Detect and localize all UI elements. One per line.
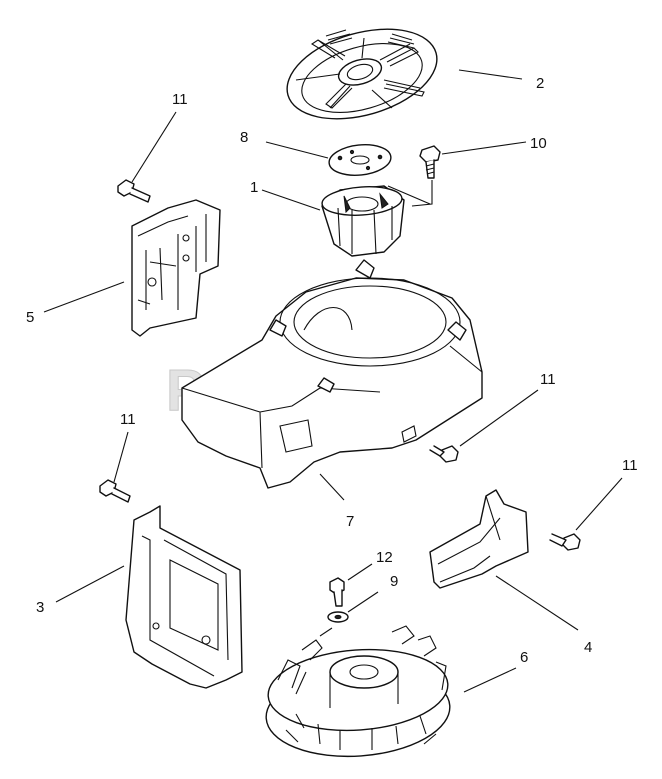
leader-9 — [347, 591, 379, 613]
callout-2: 2 — [536, 75, 544, 92]
callout-9: 9 — [390, 573, 398, 590]
callout-12: 12 — [376, 549, 393, 566]
leader-lines — [43, 69, 623, 693]
leader-1 — [261, 189, 321, 211]
callout-11-c: 11 — [120, 411, 136, 428]
part-8-plate[interactable] — [328, 142, 393, 178]
leader-11-c — [113, 431, 129, 483]
callout-8: 8 — [240, 129, 248, 146]
callout-11-d: 11 — [622, 457, 638, 474]
callout-labels: 2 8 10 11 1 5 11 11 7 11 3 12 9 6 4 — [26, 75, 638, 666]
part-11-bolt-right-mid[interactable] — [429, 445, 459, 463]
leader-3 — [55, 565, 125, 603]
leader-11-b — [459, 389, 539, 447]
part-11-bolt-left-mid[interactable] — [99, 479, 131, 503]
leader-5 — [43, 281, 125, 313]
part-10-bolt[interactable] — [419, 145, 441, 179]
part-11-bolt-right[interactable] — [549, 533, 581, 551]
part-12-bolt[interactable] — [329, 577, 345, 607]
leader-10 — [441, 141, 527, 155]
leader-6 — [463, 667, 517, 693]
part-7-blower-housing[interactable] — [181, 259, 483, 489]
leader-8 — [265, 141, 329, 159]
part-1-starter-cup[interactable] — [321, 184, 405, 257]
callout-5: 5 — [26, 309, 34, 326]
part-6-flywheel[interactable] — [263, 625, 453, 762]
leader-11-d — [575, 477, 623, 531]
grille-vent-mesh — [325, 29, 415, 49]
leader-2 — [458, 69, 523, 80]
callout-11-a: 11 — [172, 91, 188, 108]
leader-7 — [319, 473, 345, 501]
callout-4: 4 — [584, 639, 592, 656]
callout-11-b: 11 — [540, 371, 556, 388]
callout-3: 3 — [36, 599, 44, 616]
leader-10-bracket — [387, 180, 433, 207]
housing-mount-tabs — [269, 259, 467, 393]
callout-7: 7 — [346, 513, 354, 530]
leader-11-a — [131, 111, 177, 183]
part-4-air-guide[interactable] — [429, 489, 529, 589]
flywheel-fins — [277, 625, 447, 750]
part-3-lower-baffle[interactable] — [125, 505, 243, 689]
leader-12 — [347, 563, 373, 581]
part-2-grille-screen[interactable] — [277, 13, 448, 134]
callout-1: 1 — [250, 179, 258, 196]
leader-4 — [495, 575, 579, 631]
part-9-washer[interactable] — [327, 611, 349, 623]
callout-10: 10 — [530, 135, 547, 152]
callout-6: 6 — [520, 649, 528, 666]
part-11-bolt-upper-left[interactable] — [117, 179, 151, 203]
part-5-side-baffle[interactable] — [131, 199, 221, 337]
